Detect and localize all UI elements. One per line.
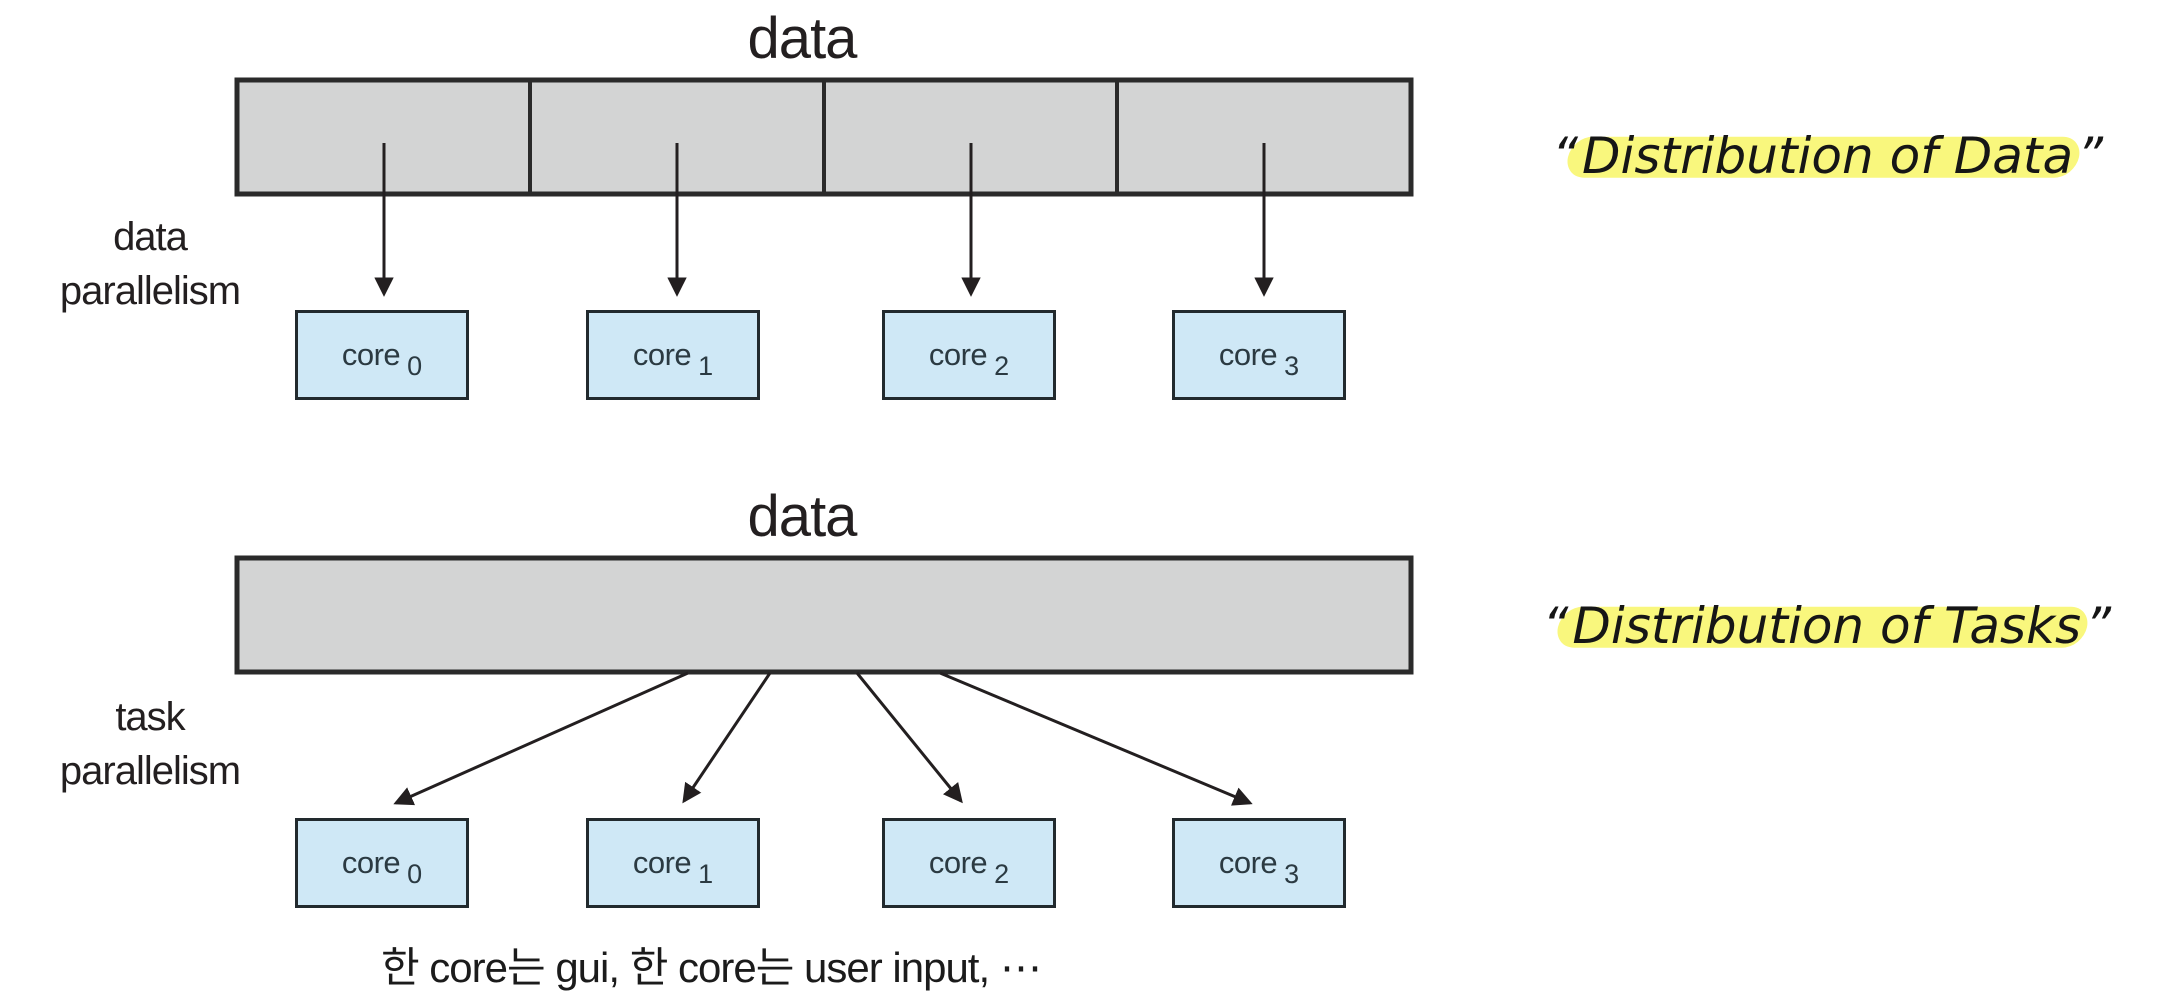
core-box-bottom-3: core 3	[1172, 818, 1346, 908]
task-parallelism-arrows	[393, 671, 1253, 806]
core-label: core	[341, 845, 401, 880]
core-subscript: 0	[407, 858, 423, 889]
side-label-line2: parallelism	[59, 269, 241, 313]
open-quote: “	[1552, 127, 1579, 185]
close-quote: ”	[2077, 127, 2103, 185]
caption-korean-note: 한 core는 gui, 한 core는 user input, ⋯	[381, 944, 1042, 991]
core-subscript: 2	[994, 350, 1010, 381]
side-label-data-parallelism: data parallelism	[0, 210, 300, 318]
core-label: core	[632, 845, 692, 880]
core-subscript: 1	[698, 350, 714, 381]
core-subscript: 0	[407, 350, 423, 381]
core-label: core	[1218, 845, 1278, 880]
core-subscript: 3	[1284, 350, 1300, 381]
side-label-line1: data	[113, 215, 188, 259]
core-box-bottom-0: core 0	[295, 818, 469, 908]
annotation-distribution-of-data: “Distribution of Data”	[1552, 126, 2103, 186]
core-subscript: 1	[698, 858, 714, 889]
data-bar-title-bottom: data	[747, 484, 858, 549]
core-box-bottom-1: core 1	[586, 818, 760, 908]
core-label: core	[341, 337, 401, 372]
close-quote: ”	[2085, 597, 2111, 655]
core-box-top-3: core 3	[1172, 310, 1346, 400]
core-box-top-1: core 1	[586, 310, 760, 400]
core-box-bottom-2: core 2	[882, 818, 1056, 908]
open-quote: “	[1542, 597, 1569, 655]
core-subscript: 3	[1284, 858, 1300, 889]
core-box-top-0: core 0	[295, 310, 469, 400]
side-label-line2: parallelism	[59, 749, 241, 793]
data-bar-title-top: data	[747, 6, 858, 71]
arrow-task-core1	[682, 672, 772, 804]
arrow-task-core0	[393, 671, 689, 806]
core-label: core	[928, 337, 988, 372]
arrow-task-core2	[855, 672, 963, 804]
core-label: core	[1218, 337, 1278, 372]
task-parallelism-bar	[234, 555, 1414, 675]
core-box-top-2: core 2	[882, 310, 1056, 400]
annotation-distribution-of-tasks: “Distribution of Tasks”	[1543, 596, 2111, 656]
side-label-task-parallelism: task parallelism	[0, 690, 300, 798]
data-parallelism-bar	[234, 77, 1414, 197]
core-subscript: 2	[994, 858, 1010, 889]
highlighted-text: Distribution of Data	[1578, 127, 2077, 185]
data-parallelism-arrows	[374, 143, 1274, 297]
arrow-task-core3	[939, 671, 1253, 806]
core-label: core	[928, 845, 988, 880]
core-label: core	[632, 337, 692, 372]
highlighted-text: Distribution of Tasks	[1568, 597, 2085, 655]
side-label-line1: task	[115, 695, 185, 739]
